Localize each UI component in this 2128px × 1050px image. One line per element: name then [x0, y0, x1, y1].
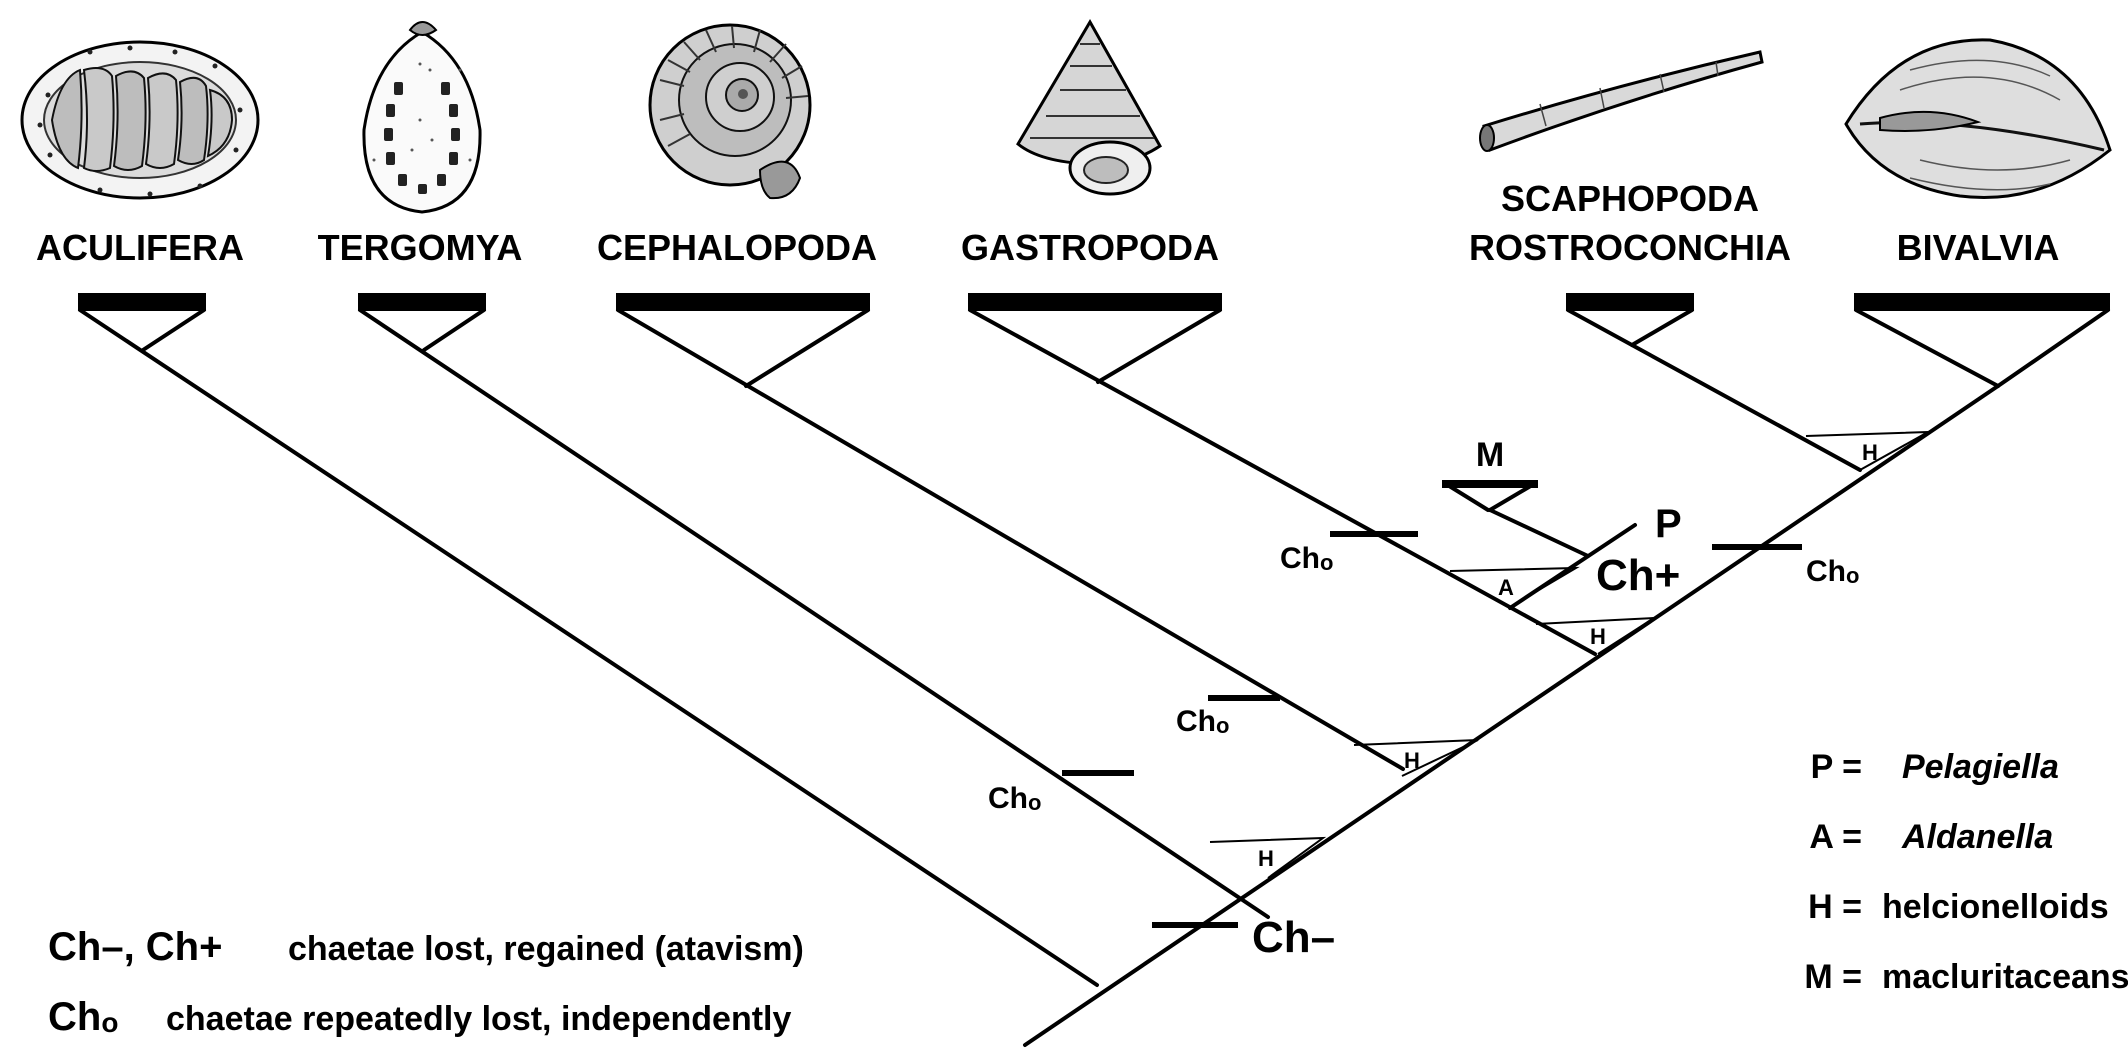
gastropod-illustration: [1016, 18, 1162, 196]
clade-bars: [78, 293, 2110, 488]
clade-bar-tergomya: [358, 293, 486, 311]
label-ch-plus: Ch+: [1596, 551, 1680, 600]
label-a: A: [1498, 575, 1514, 600]
ammonite-illustration: [648, 23, 812, 200]
clade-bar-bivalvia: [1854, 293, 2110, 311]
label-ch-zero-gastropoda: Cho: [1280, 542, 1333, 575]
label-h-2: H: [1404, 748, 1420, 773]
legend-value-macluritaceans: macluritaceans: [1882, 958, 2128, 996]
clade-bar-cephalopoda: [616, 293, 870, 311]
legend-right: P = Pelagiella A = Aldanella H = helcion…: [1804, 748, 2128, 996]
label-ch-minus: Ch–: [1252, 913, 1335, 962]
taxon-label-cephalopoda: CEPHALOPODA: [597, 227, 877, 268]
legend-code-ch-zero: Cho: [48, 995, 118, 1039]
legend-text-repeated-loss: chaetae repeatedly lost, independently: [166, 1000, 792, 1038]
clade-bar-gastropoda: [968, 293, 1222, 311]
legend-key-a: A =: [1809, 818, 1862, 856]
label-h-4: H: [1862, 440, 1878, 465]
helcionelloid-connector-3: [1535, 616, 1658, 655]
taxon-label-gastropoda: GASTROPODA: [961, 227, 1219, 268]
taxon-label-scaphopoda: SCAPHOPODA: [1501, 178, 1759, 219]
label-p: P: [1655, 502, 1682, 546]
legend-text-atavism: chaetae lost, regained (atavism): [288, 930, 804, 968]
label-h-3: H: [1590, 624, 1606, 649]
label-h-1: H: [1258, 846, 1274, 871]
group-connectors: [1209, 431, 1929, 879]
label-ch-zero-tergomya: Cho: [988, 782, 1041, 815]
helcionelloid-connector-1: [1209, 836, 1327, 879]
legend-key-h: H =: [1808, 888, 1862, 926]
label-ch-zero-bivalvia: Cho: [1806, 555, 1859, 588]
legend-left: Ch–, Ch+ chaetae lost, regained (atavism…: [48, 925, 804, 1039]
chiton-illustration: [20, 40, 260, 200]
legend-value-aldanella: Aldanella: [1901, 818, 2053, 856]
helcionelloid-connector-4: [1805, 431, 1929, 471]
legend-key-p: P =: [1811, 748, 1862, 786]
scaphopod-illustration: [1479, 50, 1764, 152]
clade-bar-macluritaceans: [1442, 480, 1538, 488]
legend-value-helcionelloids: helcionelloids: [1882, 888, 2109, 926]
label-ch-zero-cephalopoda: Cho: [1176, 705, 1229, 738]
taxon-label-rostroconchia: ROSTROCONCHIA: [1469, 227, 1791, 268]
legend-key-m: M =: [1804, 958, 1862, 996]
aldanella-connector: [1449, 566, 1580, 605]
helcionelloid-connector-2: [1353, 739, 1479, 777]
clade-bar-aculifera: [78, 293, 206, 311]
trait-ticks: [1062, 531, 1802, 928]
taxon-label-aculifera: ACULIFERA: [36, 227, 244, 268]
label-m: M: [1476, 436, 1504, 474]
legend-value-pelagiella: Pelagiella: [1902, 748, 2059, 786]
cladogram-lines: [78, 308, 2110, 1047]
taxon-label-bivalvia: BIVALVIA: [1897, 227, 2060, 268]
taxon-label-tergomya: TERGOMYA: [318, 227, 523, 268]
bivalve-illustration: [1844, 38, 2112, 200]
clade-bar-scaphopoda-rostroconchia: [1566, 293, 1694, 311]
tergomya-illustration: [362, 21, 482, 214]
legend-code-ch-minus-plus: Ch–, Ch+: [48, 925, 222, 969]
